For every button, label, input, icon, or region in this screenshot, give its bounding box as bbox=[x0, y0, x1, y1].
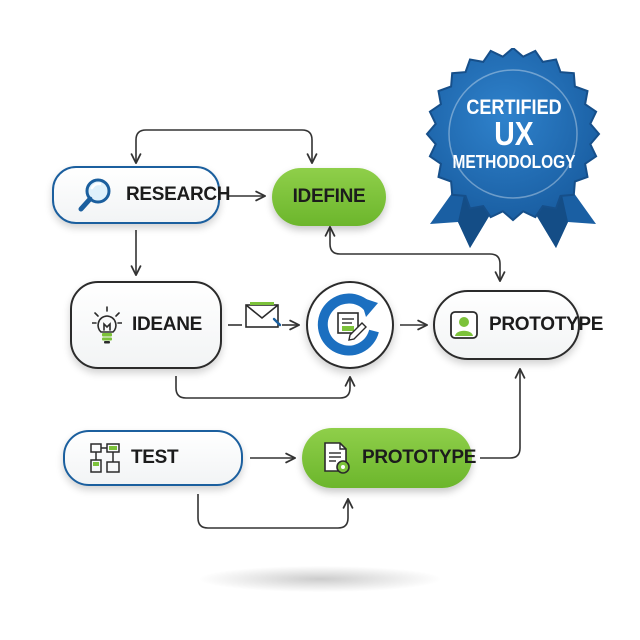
prototype-node-top[interactable]: PROTOTYPE bbox=[433, 290, 603, 360]
prototype-bottom-label: PROTOTYPE bbox=[362, 447, 477, 468]
research-node[interactable]: RESEARCH bbox=[52, 166, 231, 224]
cycle-node[interactable] bbox=[306, 281, 394, 369]
define-label: IDEFINE bbox=[292, 186, 366, 207]
badge-line-ux: UX bbox=[494, 115, 534, 152]
test-node[interactable]: TEST bbox=[63, 430, 243, 486]
arrow-test-to-prototype-bottom bbox=[197, 494, 354, 529]
ground-shadow bbox=[200, 566, 440, 592]
prototype-top-label: PROTOTYPE bbox=[489, 314, 604, 335]
arrow-ideate-to-cycle bbox=[175, 375, 356, 399]
arrow-research-loop-top bbox=[130, 129, 318, 165]
wireframe-icon bbox=[89, 442, 121, 474]
arrow-prototype-to-prototype bbox=[480, 367, 526, 459]
define-node[interactable]: IDEFINE bbox=[272, 168, 386, 226]
ideate-node[interactable]: IDEANE bbox=[70, 281, 222, 369]
user-profile-icon bbox=[449, 310, 479, 340]
lightbulb-icon bbox=[92, 306, 122, 344]
badge-line-methodology: METHODOLOGY bbox=[452, 152, 576, 172]
certified-badge-icon bbox=[425, 48, 601, 248]
document-gear-icon bbox=[322, 441, 352, 475]
research-label: RESEARCH bbox=[126, 184, 231, 205]
cycle-document-icon bbox=[314, 289, 386, 361]
envelope-icon bbox=[244, 301, 282, 329]
prototype-node-bottom[interactable]: PROTOTYPE bbox=[302, 428, 476, 488]
magnifier-icon bbox=[76, 175, 116, 215]
badge-line-certified: CERTIFIED bbox=[466, 96, 562, 119]
test-label: TEST bbox=[131, 447, 179, 468]
ideate-label: IDEANE bbox=[132, 314, 202, 335]
arrow-prototype-to-define bbox=[324, 225, 506, 283]
